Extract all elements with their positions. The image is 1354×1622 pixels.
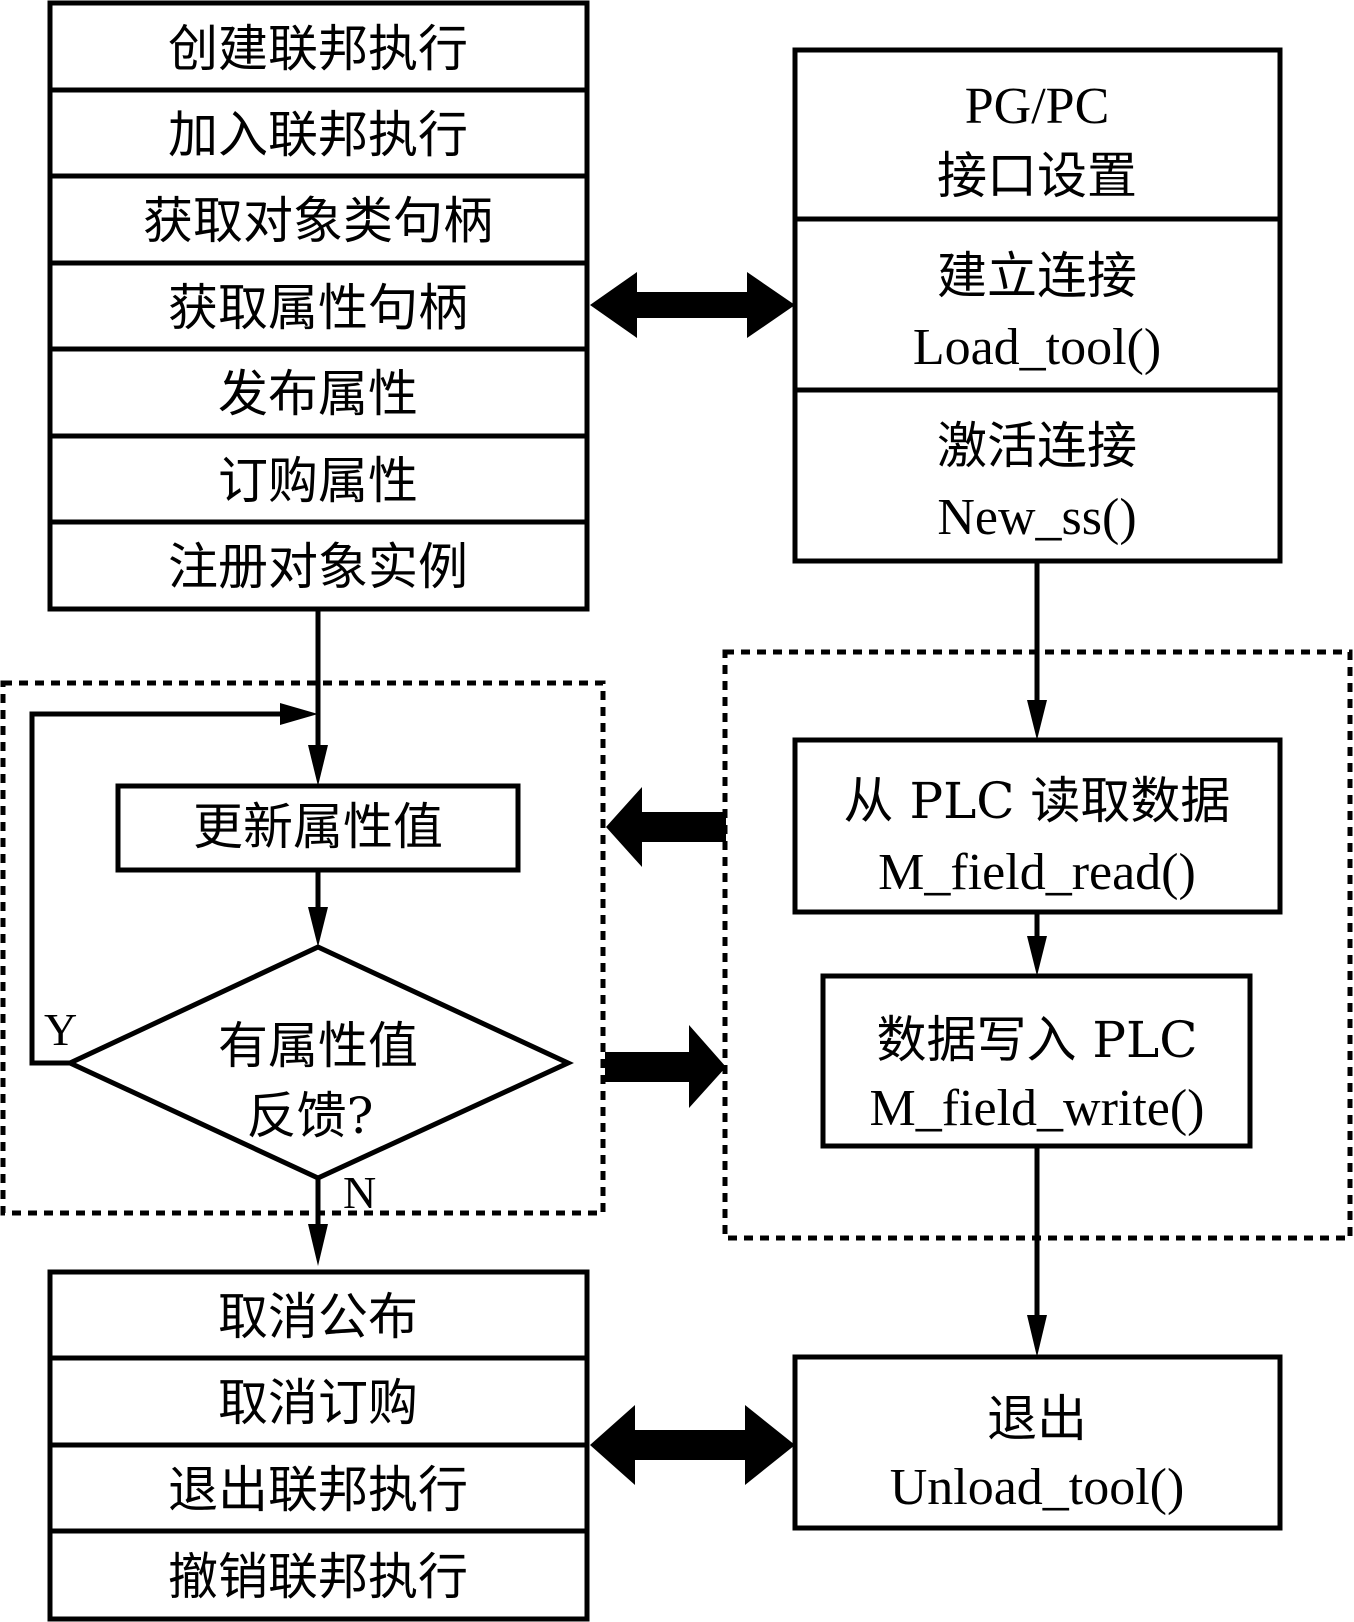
hla-init-stack-border: [47, 0, 590, 612]
exit-box: [792, 1354, 1283, 1531]
double-arrow-icon: [590, 272, 795, 338]
m-field-read-call: M_field_read(): [878, 844, 1196, 901]
step-subscribe-attribute: 订购属性: [218, 452, 418, 510]
arrow-down-icon: [1027, 1315, 1047, 1357]
step-destroy-federation: 撤销联邦执行: [168, 1548, 468, 1606]
arrow-down-icon: [308, 907, 328, 947]
pgpc-title: PG/PC: [965, 78, 1110, 135]
update-attribute-label: 更新属性值: [193, 798, 443, 856]
update-attribute-box: [115, 783, 521, 873]
step-publish-attribute: 发布属性: [218, 365, 418, 423]
step-create-federation: 创建联邦执行: [168, 20, 468, 78]
new-ss-call: New_ss(): [937, 489, 1136, 546]
hla-init-stack: 创建联邦执行 加入联邦执行 获取对象类句柄 获取属性句柄 发布属性 订购属性 注…: [47, 0, 590, 612]
plc-connection-stack-border: [792, 47, 1283, 564]
step-resign-federation: 退出联邦执行: [168, 1461, 468, 1519]
m-field-write-call: M_field_write(): [869, 1080, 1204, 1137]
no-label: N: [343, 1167, 376, 1218]
activate-connection: 激活连接: [937, 417, 1137, 475]
arrow-down-icon: [1027, 936, 1047, 976]
plc-write-label: 数据写入 PLC: [877, 1011, 1198, 1069]
establish-connection: 建立连接: [937, 247, 1137, 305]
step-register-object-instance: 注册对象实例: [168, 538, 468, 596]
step-cancel-publish: 取消公布: [218, 1288, 418, 1346]
load-tool-call: Load_tool(): [913, 319, 1161, 376]
decision-line1: 有属性值: [218, 1017, 418, 1075]
step-get-object-class-handle: 获取对象类句柄: [143, 192, 493, 250]
unload-tool-call: Unload_tool(): [890, 1459, 1185, 1516]
attribute-loop-region: [0, 680, 606, 1216]
arrow-down-icon: [1027, 700, 1047, 740]
arrow-left-icon: [606, 787, 726, 867]
arrow-down-icon: [308, 745, 328, 786]
plc-read-label: 从 PLC 读取数据: [844, 772, 1231, 830]
plc-write-box: [820, 973, 1253, 1149]
arrow-right-icon: [280, 703, 318, 725]
arrow-down-icon: [308, 1224, 328, 1266]
plc-read-box: [792, 737, 1283, 915]
step-cancel-subscribe: 取消订购: [218, 1374, 418, 1432]
decision-line2: 反馈?: [247, 1087, 374, 1145]
yes-label: Y: [44, 1004, 77, 1055]
step-get-attribute-handle: 获取属性句柄: [168, 279, 468, 337]
plc-connection-stack: PG/PC 接口设置 建立连接 Load_tool() 激活连接 New_ss(…: [792, 47, 1283, 564]
arrow-right-icon: [605, 1025, 726, 1108]
yes-loop-connector: [29, 711, 300, 1066]
hla-exit-stack: 取消公布 取消订购 退出联邦执行 撤销联邦执行: [47, 1269, 590, 1622]
pgpc-interface-setup: 接口设置: [937, 147, 1137, 205]
double-arrow-icon: [590, 1405, 795, 1485]
step-join-federation: 加入联邦执行: [168, 106, 468, 164]
exit-label: 退出: [987, 1390, 1087, 1448]
